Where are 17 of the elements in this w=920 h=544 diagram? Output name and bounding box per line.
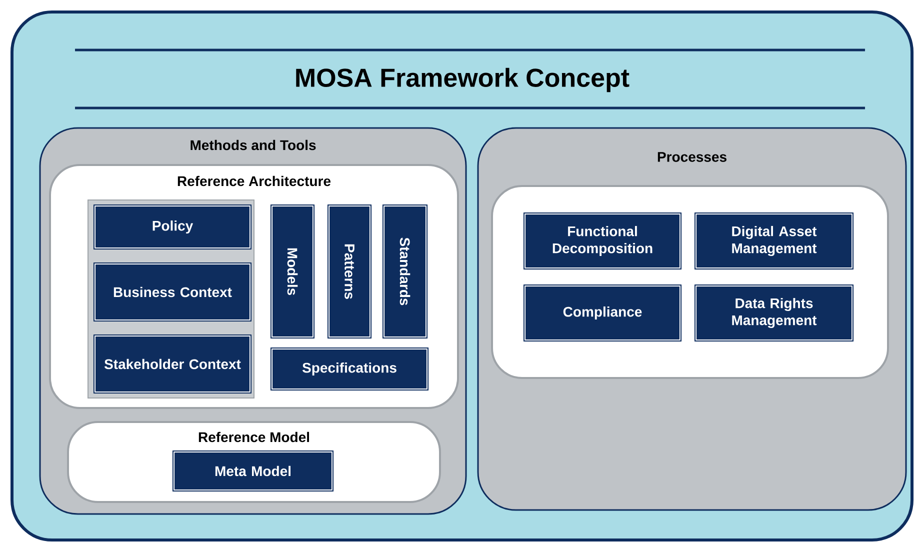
concept-box: Stakeholder Context xyxy=(94,334,252,394)
concept-box: Policy xyxy=(94,204,252,250)
concept-box: Specifications xyxy=(270,348,428,390)
heading: Methods and Tools xyxy=(190,140,316,150)
concept-box: Patterns xyxy=(328,204,372,338)
heading: Reference Architecture xyxy=(178,176,331,186)
title: MOSA Framework Concept xyxy=(296,68,630,92)
concept-box: Meta Model xyxy=(172,450,334,492)
concept-box: Compliance xyxy=(524,284,682,342)
heading: Processes xyxy=(658,152,726,162)
concept-box: Business Context xyxy=(94,262,252,322)
concept-box: Standards xyxy=(382,204,428,338)
concept-box: Models xyxy=(270,204,314,338)
concept-box: Digital Asset Management xyxy=(694,212,854,270)
heading: Reference Model xyxy=(198,432,309,442)
concept-box: Data Rights Management xyxy=(694,284,854,342)
concept-box: Functional Decomposition xyxy=(524,212,682,270)
